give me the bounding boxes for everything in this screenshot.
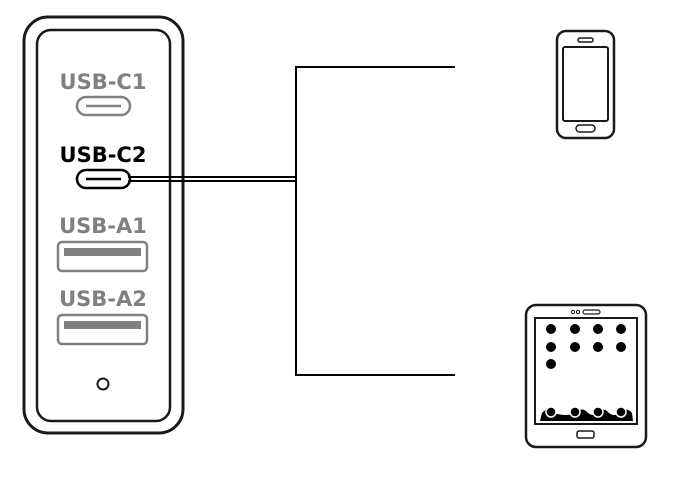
dock-app-icon xyxy=(592,406,604,418)
charger: USB-C1 USB-C2 USB-A1 USB-A2 xyxy=(22,15,185,435)
tablet-app-grid xyxy=(546,324,626,369)
led-indicator-icon xyxy=(96,377,110,391)
port-label-usb-a1: USB-A1 xyxy=(59,214,147,238)
dock-app-icon xyxy=(569,406,581,418)
smartphone-screen xyxy=(562,46,609,122)
tablet-screen xyxy=(534,317,638,425)
port-label-usb-c1: USB-C1 xyxy=(60,70,147,94)
tablet-dock xyxy=(540,409,633,421)
app-icon xyxy=(616,324,626,334)
tablet-sensor-dot xyxy=(575,309,581,315)
app-icon xyxy=(593,324,603,334)
app-icon xyxy=(546,359,556,369)
smartphone-icon xyxy=(555,29,616,140)
app-icon xyxy=(546,324,556,334)
port-label-usb-c2: USB-C2 xyxy=(60,143,147,167)
dock-app-icon xyxy=(545,406,557,418)
usb-a1-port-tongue xyxy=(64,248,141,256)
cable xyxy=(128,66,455,376)
port-label-usb-a2: USB-A2 xyxy=(59,287,147,311)
smartphone-home-button xyxy=(575,124,596,133)
tablet-icon xyxy=(524,303,648,449)
app-icon xyxy=(593,342,603,352)
smartphone-speaker xyxy=(577,37,594,43)
dock-app-icon xyxy=(615,406,627,418)
tablet-home-button xyxy=(576,430,595,439)
app-icon xyxy=(546,342,556,352)
tablet-camera-dot xyxy=(570,309,576,315)
usb-a2-port xyxy=(56,313,149,346)
usb-a1-port xyxy=(56,240,149,273)
app-icon xyxy=(570,324,580,334)
app-icon xyxy=(616,342,626,352)
app-icon xyxy=(570,342,580,352)
usb-a2-port-tongue xyxy=(64,321,141,329)
tablet-speaker xyxy=(582,309,601,315)
